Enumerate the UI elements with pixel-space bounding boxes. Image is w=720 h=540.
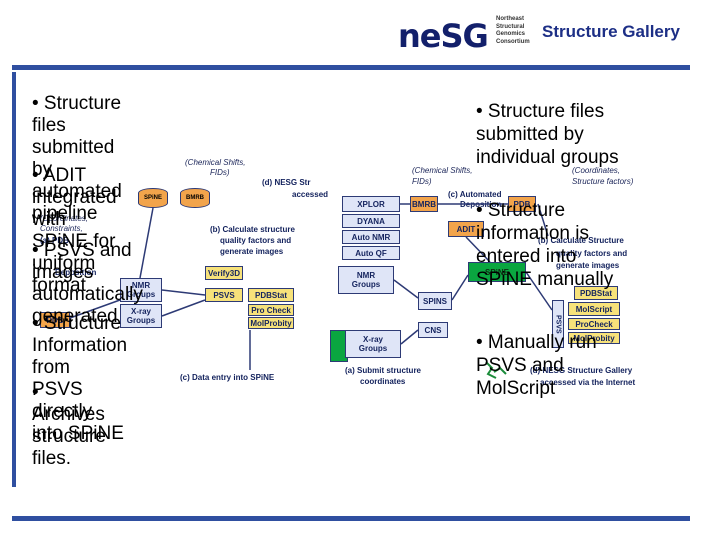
- list-item: • ADIT integrated with SPiNE for uniform…: [32, 165, 117, 296]
- arrow: [69, 299, 121, 319]
- consortium-line: Genomics: [496, 31, 526, 37]
- autoqf-box: Auto QF: [342, 246, 400, 260]
- psvs-box: PSVS: [205, 288, 243, 302]
- diagram-step-label: (c) Automated: [448, 190, 502, 199]
- consortium-line: Structural: [496, 23, 525, 30]
- cns-box: CNS: [418, 322, 448, 338]
- diagram-step-label: (d) NESG Structure Gallery: [530, 366, 633, 375]
- logo-text: neSG: [398, 17, 489, 55]
- list-item: • Archives structure files.: [32, 382, 106, 469]
- diagram-step-label: accessed: [292, 190, 329, 199]
- list-item: • Structure files submitted by individua…: [476, 101, 619, 168]
- diagram-label: (Chemical Shifts,: [412, 166, 473, 175]
- arrow: [161, 289, 206, 296]
- arrow: [400, 329, 419, 345]
- arrow: [525, 271, 553, 311]
- top-rule: [12, 65, 690, 70]
- autonmr-box: Auto NMR: [342, 230, 400, 244]
- xray-groups-box: X-ray Groups: [345, 330, 401, 358]
- psvs-vertical-box: PSVS: [552, 300, 564, 348]
- diagram-step-label: generate images: [220, 247, 284, 256]
- list-item: • Structure Information from PSVS direct…: [32, 313, 128, 444]
- list-item: • Structure files submitted by automated…: [32, 93, 122, 224]
- molprobity-box: MolProbity: [248, 317, 294, 329]
- diagram-step-label: (b) Calculate structure: [210, 225, 295, 234]
- nesg-logo: neSG: [398, 16, 489, 56]
- left-vertical-rule: [12, 72, 16, 487]
- diagram-label: FIDs): [210, 168, 230, 177]
- nmr-groups-box: NMR Groups: [338, 266, 394, 294]
- diagram-step-label: (a) Submit structure: [345, 366, 422, 375]
- list-item: • Manually run PSVS and MolScript: [476, 332, 597, 399]
- diagram-step-label: quality factors and: [556, 249, 628, 258]
- list-item: • PSVS and images automatically generate…: [32, 240, 143, 327]
- diagram-step-label: quality factors and: [220, 236, 292, 245]
- diagram-label: FIDs): [412, 177, 432, 186]
- diagram-step-label: (c) Data entry into SPiNE: [180, 373, 275, 382]
- bmrb-db-icon: BMRB: [180, 188, 210, 208]
- arrow: [139, 207, 154, 279]
- diagram-label: (Coordinates,: [572, 166, 621, 175]
- arrow: [161, 299, 206, 317]
- xplor-box: XPLOR: [342, 196, 400, 212]
- arrow: [451, 274, 469, 301]
- bottom-rule: [12, 516, 690, 521]
- diagram-step-label: coordinates: [360, 377, 406, 386]
- arrow: [393, 279, 419, 299]
- pdb-box: PDB: [40, 312, 70, 328]
- pdb-box: PDB: [508, 196, 536, 212]
- diagram-step-label: accessed via the Internet: [540, 378, 636, 387]
- consortium-name: Northeast Structural Genomics Consortium: [496, 16, 538, 46]
- adit-box: ADIT: [448, 221, 484, 237]
- diagram-label: Structure factors): [572, 177, 634, 186]
- list-item: • Structure information is entered into …: [476, 200, 614, 290]
- diagram-label: Constraints,: [40, 224, 83, 233]
- molecule-icon: [485, 361, 507, 379]
- consortium-line: Consortium: [496, 38, 530, 45]
- dyana-box: DYANA: [342, 214, 400, 228]
- molscript-box: MolScript: [568, 302, 620, 316]
- diagram-step-label: generate images: [556, 261, 620, 270]
- arrow: [537, 203, 549, 237]
- diagram-step-label: Deposition: [55, 268, 97, 277]
- diagram-step-label: (d) NESG Str: [262, 178, 311, 187]
- diagram-step-label: (a) PDB: [40, 236, 69, 245]
- nmr-groups-box: NMR Groups: [120, 278, 162, 302]
- spine-db-icon: SPiNE: [138, 188, 168, 208]
- molprobity-box: MolProbity: [568, 332, 620, 344]
- procheck-box: Pro Check: [248, 304, 294, 316]
- verify3d-box: Verify3D: [205, 266, 243, 280]
- xray-groups-box: X-ray Groups: [120, 304, 162, 328]
- procheck-box: ProCheck: [568, 318, 620, 330]
- pdbstat-box: PDBStat: [248, 288, 294, 302]
- consortium-line: Northeast: [496, 16, 525, 22]
- spins-box: SPINS: [418, 292, 452, 310]
- arrow: [465, 236, 491, 263]
- spine-box: SPiNE: [468, 262, 526, 282]
- diagram-step-label: (b) Calculate Structure: [538, 236, 624, 245]
- bmrb-box: BMRB: [410, 196, 438, 212]
- diagram-label: (Chemical Shifts,: [185, 158, 246, 167]
- diagram-label: (Coordinates,: [40, 214, 89, 223]
- pdbstat-box: PDBStat: [574, 286, 618, 300]
- page-title: Structure Gallery: [542, 22, 680, 41]
